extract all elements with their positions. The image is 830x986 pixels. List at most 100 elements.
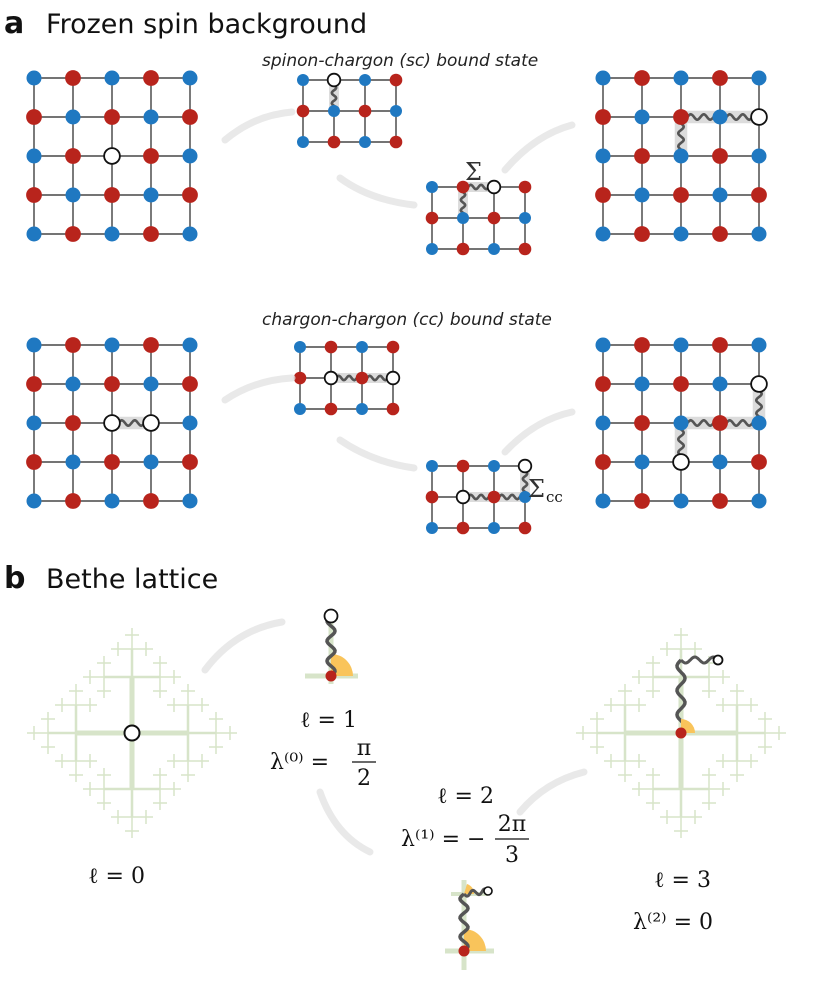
lambda2-label: λ⁽²⁾ = 0 [633, 910, 713, 935]
cc-down-arrow [336, 436, 418, 472]
cc-step1-spin-down [324, 402, 338, 416]
sc-final-spin-up [673, 226, 689, 242]
sc-initial-spin-up [143, 109, 159, 125]
cc-final-spin-down [712, 337, 728, 353]
l0-bethe-tree [27, 628, 237, 838]
cc-step1-spin-up [356, 403, 368, 415]
cc-initial-spin-up [182, 415, 198, 431]
panel-a-title: Frozen spin background [46, 9, 367, 40]
sc-step1-spin-up [297, 136, 309, 148]
sc-final-spin-up [595, 70, 611, 86]
sc-final-spin-down [673, 187, 689, 203]
cc-step2-spin-up [488, 460, 500, 472]
cc-initial-spin-up [182, 493, 198, 509]
b-to-l2-arrow [316, 788, 374, 856]
cc-final-arrow [501, 408, 576, 456]
cc-step1-hole [385, 370, 401, 386]
b-to-l1-arrow [201, 618, 286, 674]
sc-initial-spin-down [143, 70, 159, 86]
cc-initial-spin-up [26, 337, 42, 353]
cc-step1-spin-up [356, 341, 368, 353]
sc-initial-spin-down [26, 109, 42, 125]
sc-final-lattice [595, 70, 768, 242]
sc-step1-spin-up [328, 105, 340, 117]
cc-final-spin-up [751, 337, 767, 353]
cc-step2-spin-down [425, 490, 439, 504]
cc-initial-spin-down [104, 376, 120, 392]
cc-initial-spin-up [143, 376, 159, 392]
sc-initial-spin-down [65, 226, 81, 242]
panel-a-letter: a [4, 6, 24, 41]
cc-final-hole [750, 375, 768, 393]
sc-final-spin-up [751, 148, 767, 164]
cc-initial-spin-down [104, 454, 120, 470]
cc-initial-hole [103, 414, 121, 432]
sc-initial-spin-up [182, 148, 198, 164]
cc-step1-spin-down [386, 340, 400, 354]
l1-spin-down [325, 670, 337, 682]
cc-final-spin-up [673, 415, 689, 431]
sc-final-spin-down [712, 148, 728, 164]
cc-initial-spin-down [143, 493, 159, 509]
cc-step1-hole [323, 370, 339, 386]
cc-initial-spin-up [65, 454, 81, 470]
sc-initial-spin-up [26, 148, 42, 164]
sc-step2-spin-up [488, 243, 500, 255]
sc-step2-hole [486, 179, 502, 195]
cc-step2-spin-up [519, 491, 531, 503]
sc-step2-spin-down [456, 242, 470, 256]
cc-initial-hole [142, 414, 160, 432]
cc-initial-spin-down [26, 376, 42, 392]
l1-string [325, 614, 337, 678]
cc-final-spin-up [751, 415, 767, 431]
cc-final-spin-up [634, 454, 650, 470]
sc-initial-spin-down [104, 109, 120, 125]
cc-final-spin-up [595, 337, 611, 353]
sc-caption: spinon-chargon (sc) bound state [262, 51, 538, 71]
sc-initial-spin-up [65, 109, 81, 125]
b-to-l3-arrow [516, 768, 588, 816]
sc-step2-spin-down [518, 180, 532, 194]
sc-final-spin-up [634, 109, 650, 125]
cc-final-spin-down [595, 454, 611, 470]
cc-initial-spin-up [26, 493, 42, 509]
sc-initial-spin-up [26, 226, 42, 242]
sc-step2-spin-up [457, 212, 469, 224]
cc-final-spin-down [634, 493, 650, 509]
cc-step2-spin-up [426, 460, 438, 472]
cc-step1-spin-down [293, 371, 307, 385]
l2-string [458, 892, 470, 953]
cc-step1-spin-down [355, 371, 369, 385]
sc-step1-spin-down [389, 73, 403, 87]
sc-initial-lattice [26, 70, 198, 242]
sc-initial-spin-down [65, 70, 81, 86]
sigma-cc-label: Σ [528, 475, 545, 503]
sc-initial-spin-down [182, 187, 198, 203]
sigma-label: Σ [465, 158, 482, 186]
cc-initial-spin-up [65, 376, 81, 392]
sc-final-spin-up [712, 187, 728, 203]
lambda0-numerator: π [357, 736, 371, 761]
sc-final-spin-up [595, 226, 611, 242]
label-l0: ℓ = 0 [88, 864, 145, 889]
sc-step2-spin-down [518, 242, 532, 256]
sc-down-arrow [336, 174, 418, 209]
cc-final-spin-up [595, 493, 611, 509]
sc-step1-spin-up [390, 105, 402, 117]
sc-initial-spin-up [182, 226, 198, 242]
sc-final-spin-up [751, 70, 767, 86]
label-l2: ℓ = 2 [437, 784, 494, 809]
l3-string [679, 655, 720, 665]
sc-initial-spin-up [104, 70, 120, 86]
sc-initial-spin-up [143, 187, 159, 203]
cc-initial-spin-down [143, 337, 159, 353]
sc-step2-spin-down [425, 211, 439, 225]
cc-final-spin-down [634, 415, 650, 431]
sc-step2-spin-up [519, 212, 531, 224]
sc-initial-spin-up [65, 187, 81, 203]
l1-hole [323, 608, 339, 624]
cc-final-spin-down [595, 376, 611, 392]
sc-step1-spin-down [358, 104, 372, 118]
